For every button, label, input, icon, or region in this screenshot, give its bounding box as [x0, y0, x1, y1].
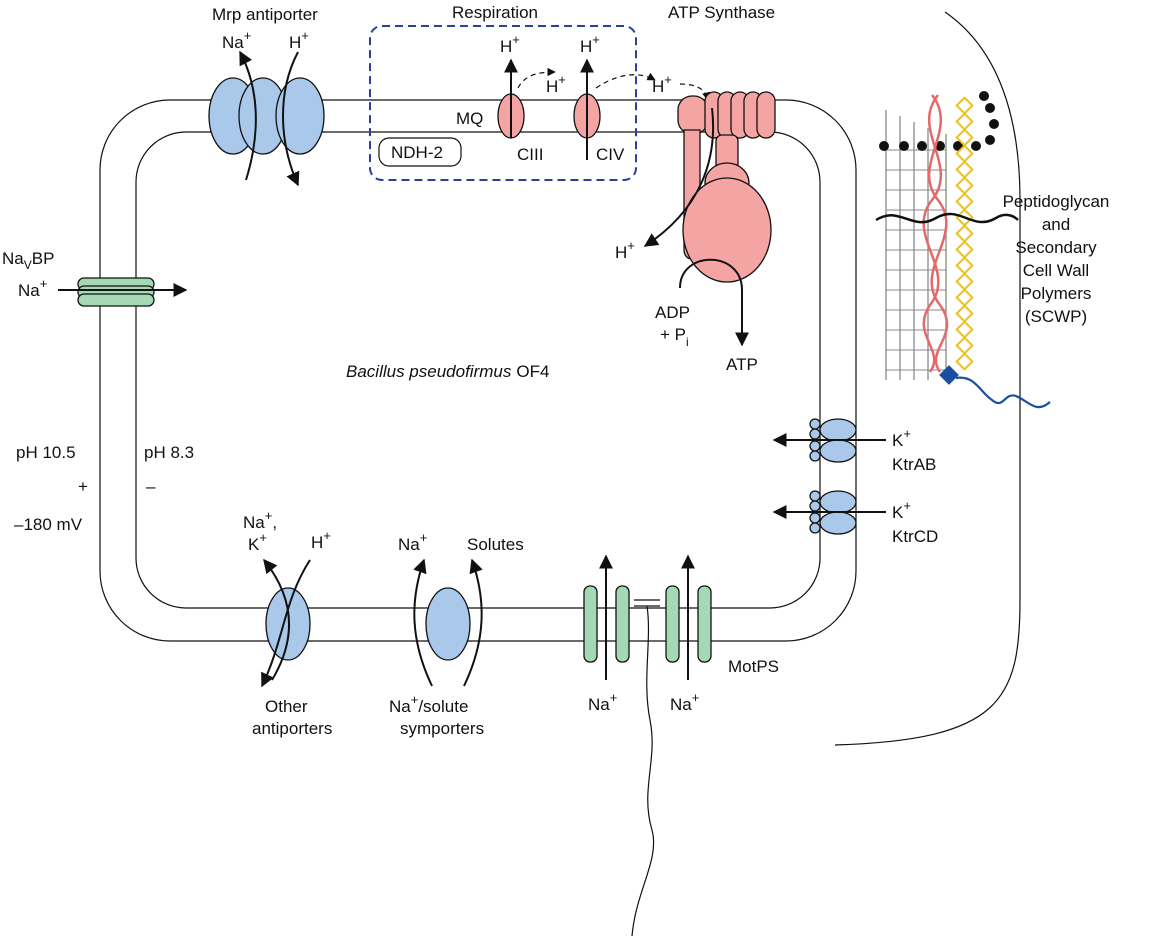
ktrcd-transporter — [772, 490, 886, 535]
atp-synthase-title: ATP Synthase — [668, 3, 775, 22]
scwp-yellow-diamond — [955, 256, 974, 275]
pi-label: + Pi — [660, 325, 689, 349]
membrane-potential: –180 mV — [14, 515, 83, 534]
scwp-yellow-diamond — [955, 224, 974, 243]
solute-symporter — [413, 558, 483, 687]
atp-label: ATP — [726, 355, 758, 374]
scwp-yellow-diamond — [955, 304, 974, 323]
outside-ph: pH 10.5 — [16, 443, 76, 462]
symporter-label-2: symporters — [400, 719, 484, 738]
scwp-yellow-diamond — [955, 320, 974, 339]
ktrab-name: KtrAB — [892, 455, 936, 474]
ndh2-label: NDH-2 — [391, 143, 443, 162]
scwp-yellow-diamond — [955, 352, 974, 371]
motps-na-label-1: Na+ — [588, 690, 617, 714]
antiporter-na-label: Na+, — [243, 508, 277, 532]
symporter-label-1: Na+/solute — [389, 692, 468, 716]
scwp-dot — [971, 141, 981, 151]
ndh2-box — [378, 137, 462, 167]
h-mid-label-2: H+ — [652, 72, 672, 96]
scwp-black-wavy-chain — [875, 212, 1019, 224]
atp-h-out-label: H+ — [615, 238, 635, 262]
scwp-dot — [985, 135, 995, 145]
cell-wall-label-2: and — [1042, 215, 1070, 234]
mq-label: MQ — [456, 109, 483, 128]
navbp-label: NaVBP — [2, 249, 54, 272]
navbp-na-label: Na+ — [18, 276, 47, 300]
outer-membrane-line — [99, 99, 857, 642]
cell-wall-label-3: Secondary — [1015, 238, 1097, 257]
respiration-title: Respiration — [452, 3, 538, 22]
inside-ph: pH 8.3 — [144, 443, 194, 462]
cell-wall-label-5: Polymers — [1021, 284, 1092, 303]
h-shuttle-arrow-3 — [679, 83, 711, 101]
symporter-solutes-label: Solutes — [467, 535, 524, 554]
ciii-label: CIII — [517, 145, 543, 164]
antiporter-k-label: K+ — [248, 530, 267, 554]
ciii-h-label: H+ — [500, 32, 520, 56]
scwp-yellow-diamond — [955, 288, 974, 307]
scwp-pink-strand-1 — [927, 94, 949, 373]
mrp-antiporter — [208, 50, 325, 187]
motps-stator — [583, 554, 712, 937]
scwp-yellow-diamond — [955, 192, 974, 211]
scwp-dot — [917, 141, 927, 151]
antiporter-label-1: Other — [265, 697, 308, 716]
scwp-dot — [989, 119, 999, 129]
scwp-yellow-diamond — [955, 336, 974, 355]
mrp-h-label: H+ — [289, 28, 309, 52]
scwp-yellow-diamond — [955, 128, 974, 147]
adp-label: ADP — [655, 303, 690, 322]
h-shuttle-arrow-1 — [517, 67, 556, 89]
h-shuttle-arrow-2 — [595, 72, 656, 89]
mrp-title: Mrp antiporter — [212, 5, 318, 24]
respiration-box — [369, 25, 637, 181]
scwp-yellow-diamond — [955, 208, 974, 227]
scwp-yellow-diamond — [955, 240, 974, 259]
scwp-pink-strand-2 — [922, 94, 943, 373]
motps-name: MotPS — [728, 657, 779, 676]
inside-sign: – — [146, 477, 156, 496]
civ-h-label: H+ — [580, 32, 600, 56]
antiporter-h-label: H+ — [311, 528, 331, 552]
outside-sign: + — [78, 477, 88, 496]
ktrab-k-label: K+ — [892, 426, 911, 450]
cell-wall-label-1: Peptidoglycan — [1003, 192, 1110, 211]
atp-synthase — [643, 91, 776, 347]
scwp-yellow-diamond — [955, 176, 974, 195]
ktrcd-k-label: K+ — [892, 498, 911, 522]
scwp-yellow-diamond — [955, 272, 974, 291]
other-antiporter — [261, 558, 311, 688]
peptidoglycan-scwp — [879, 91, 999, 380]
scwp-yellow-diamond — [955, 112, 974, 131]
scwp-blue-tail — [955, 376, 1051, 409]
scwp-anchor-diamond — [939, 365, 959, 385]
ktrcd-name: KtrCD — [892, 527, 938, 546]
antiporter-label-2: antiporters — [252, 719, 332, 738]
scwp-dot — [985, 103, 995, 113]
mrp-na-label: Na+ — [222, 28, 251, 52]
cell-wall-outline — [834, 11, 1021, 746]
navbp-channel — [58, 277, 188, 307]
cell-wall-label-6: (SCWP) — [1025, 307, 1087, 326]
cell-wall-label-4: Cell Wall — [1023, 261, 1089, 280]
motps-na-label-2: Na+ — [670, 690, 699, 714]
scwp-yellow-diamond — [955, 160, 974, 179]
scwp-dot — [979, 91, 989, 101]
scwp-yellow-diamond — [955, 96, 974, 115]
ktrab-transporter — [772, 418, 886, 463]
symporter-na-label: Na+ — [398, 530, 427, 554]
scwp-yellow-diamond — [955, 144, 974, 163]
civ-label: CIV — [596, 145, 625, 164]
h-mid-label-1: H+ — [546, 72, 566, 96]
scwp-dot — [899, 141, 909, 151]
inner-membrane-line — [135, 131, 821, 609]
scwp-dot — [879, 141, 889, 151]
